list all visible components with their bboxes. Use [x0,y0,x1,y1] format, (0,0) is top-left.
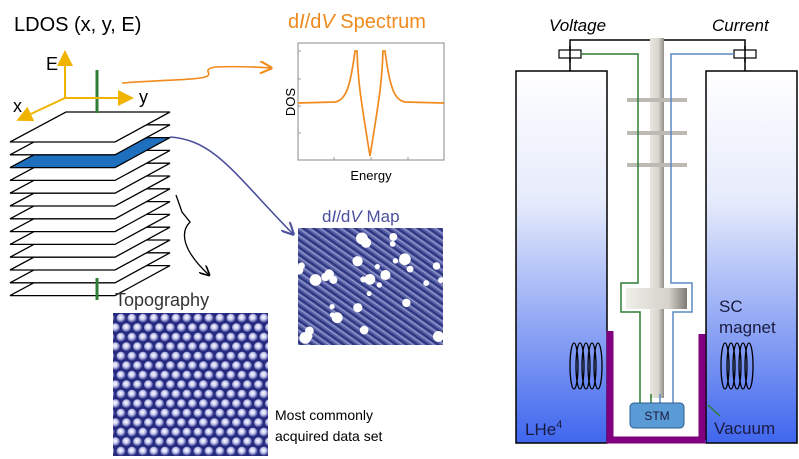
map-spot [374,264,380,270]
coil-left [569,342,603,390]
map-spot [309,274,322,286]
spectrum-ylabel: DOS [283,88,298,117]
spectrum-ticks [298,50,409,160]
ldos-sheet [9,111,171,143]
coil-right [720,342,754,390]
current-wire [670,53,734,403]
probe-block [626,288,687,309]
map-arrow [169,136,293,234]
vacuum-label: Vacuum [714,419,775,438]
map-spot [380,269,391,281]
map-spot [437,277,443,284]
map-spot [352,256,363,267]
stm-label: STM [644,409,669,423]
axis-e-label: E [46,54,58,74]
map-spot [432,331,443,342]
map-title: dI/dV Map [322,207,400,226]
voltage-label: Voltage [549,16,606,35]
lhe-vessel-right [705,70,798,444]
map-spot [298,265,304,275]
spectrum-title: dI/dV Spectrum [288,11,426,33]
didv-map-image [298,228,443,345]
map-spot [432,262,441,270]
map-spot [353,303,363,313]
current-label: Current [712,16,770,35]
ldos-title: LDOS (x, y, E) [14,14,141,36]
lhe-label: LHe4 [525,419,562,439]
map-spot [392,258,399,264]
ldos-stack [9,111,171,297]
map-spot [329,303,335,310]
axis-x-label: x [13,96,22,116]
topography-image [113,313,268,456]
spectrum-arrow [121,67,271,84]
map-spot [306,333,313,340]
vacuum-pointer [707,404,721,417]
axis-y-label: y [139,87,148,107]
lhe-vessel-left [515,70,608,444]
map-spot [399,253,411,266]
probe-rod [650,38,664,398]
map-spot [376,282,382,288]
spectrum-curve [297,50,445,157]
map-spot [389,241,396,247]
voltage-wire [581,53,641,403]
topography-caption-line1: Most commonly [275,407,373,423]
map-spot [364,273,376,285]
vacuum-can [606,331,706,444]
map-spot [406,265,414,273]
map-spot [360,237,372,248]
map-spot [360,276,367,283]
topography-title: Topography [115,290,209,310]
sc-label-line2: magnet [719,318,776,337]
sc-label-line1: SC [719,297,743,316]
map-spot [389,232,398,241]
topography-caption-line2: acquired data set [275,428,383,444]
map-spot [366,291,372,297]
topography-arrow [175,194,209,275]
map-spot [423,280,430,287]
map-spot [324,269,334,279]
map-spot [402,298,411,308]
spectrum-plot-frame [297,42,445,161]
cryostat [515,38,798,444]
axes-icon [16,50,134,122]
spectrum-xlabel: Energy [350,168,392,183]
stm-head [629,402,685,429]
map-spot [331,312,343,324]
map-spot [359,325,369,335]
